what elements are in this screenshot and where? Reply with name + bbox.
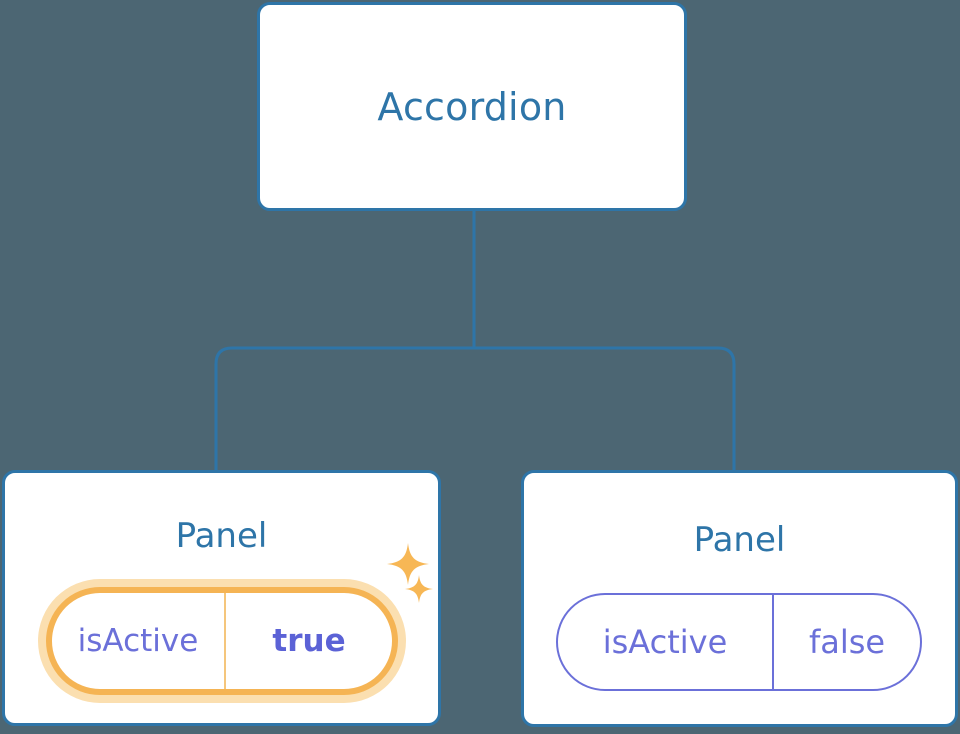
prop-pill-isactive-true[interactable]: isActive true	[46, 587, 398, 695]
node-panel-right-label: Panel	[693, 520, 786, 560]
node-accordion-label: Accordion	[377, 84, 567, 129]
node-accordion[interactable]: Accordion	[257, 2, 687, 211]
prop-key-label: isActive	[52, 593, 226, 689]
connector-branch-bar	[214, 346, 736, 470]
prop-key-label: isActive	[558, 595, 774, 689]
prop-value-label: true	[272, 623, 346, 659]
node-panel-left-label: Panel	[175, 516, 268, 556]
prop-value-label: false	[808, 623, 886, 661]
prop-pill-isactive-false[interactable]: isActive false	[556, 593, 922, 691]
